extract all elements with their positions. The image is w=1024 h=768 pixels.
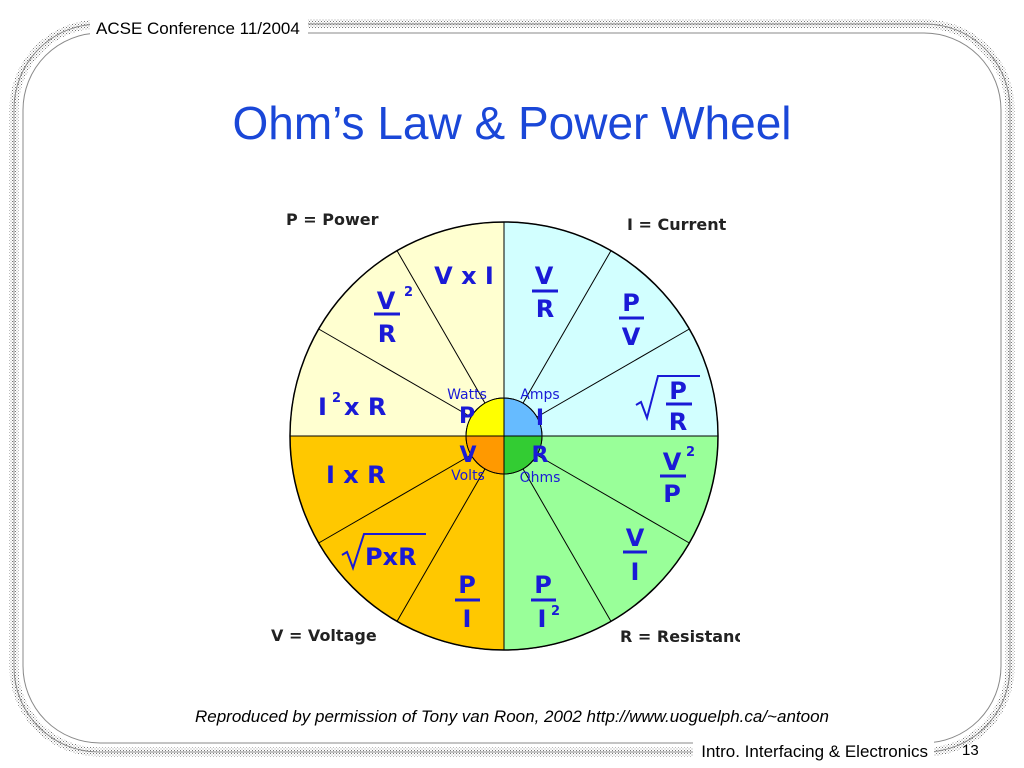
formula-p-over-i2: P I 2 [531,571,560,633]
power-label: P = Power [286,210,379,229]
current-label: I = Current [627,215,727,234]
formula-numerator: P [534,571,552,599]
formula-numerator: V [377,287,396,315]
slide-title: Ohm’s Law & Power Wheel [232,97,792,149]
formula-denominator: I [631,558,640,586]
formula-exponent: 2 [404,285,413,300]
formula-v-over-i: V I [623,524,647,586]
ohms-unit: Ohms [520,470,561,486]
wheel-outline [289,221,719,651]
sqrt-sign [635,375,700,422]
formula-v2-over-p: V 2 P [660,445,695,508]
formula-base: I [318,393,327,421]
hub-outline [465,397,543,475]
formula-sqrt-p-over-r: P R [635,375,700,436]
formula-radicand: PxR [365,543,417,571]
attribution-caption: Reproduced by permission of Tony van Roo… [195,707,829,726]
watts-symbol: P [459,404,475,429]
resistance-quadrant [503,435,719,651]
wheel-spoke [396,468,486,622]
ohms-symbol: R [532,443,549,468]
header-text: ACSE Conference 11/2004 [90,17,308,41]
amps-unit: Amps [520,387,559,403]
wheel-spoke [536,454,690,544]
formula-exponent: 2 [686,445,695,460]
ohms-law-wheel: Watts P Amps I V Volts R Ohms P = Power … [271,210,740,651]
sqrt-sign [341,533,426,572]
footer-text: Intro. Interfacing & Electronics [693,740,934,764]
formula-denominator: R [669,408,687,436]
formula-denominator: I [463,605,472,633]
formula-numerator: V [626,524,645,552]
wheel-spokes [290,222,718,650]
wheel-spoke [318,328,472,418]
voltage-label: V = Voltage [271,626,377,645]
formula-denominator: I [538,605,547,633]
volts-unit: Volts [451,468,485,484]
volts-symbol: V [459,443,476,468]
formula-numerator: V [663,448,682,476]
formula-exponent: 2 [551,604,560,619]
wheel-spoke [522,250,612,404]
amps-symbol: I [536,406,544,431]
formula-p-over-v: P V [619,289,644,351]
formula-denominator: V [622,323,641,351]
formula-numerator: V [535,262,554,290]
resistance-label: R = Resistance [620,627,740,646]
formula-v-times-i: V x I [434,262,494,290]
formula-p-over-i: P I [455,571,480,633]
wheel-spoke [522,468,612,622]
formula-sqrt-pxr: PxR [341,533,426,572]
wheel-spoke [396,250,486,404]
formula-i2-times-r: I 2 x R [318,391,386,421]
formula-rest: x R [344,393,386,421]
formula-v2-over-r: V 2 R [374,285,413,348]
page-number: 13 [962,742,979,759]
watts-unit: Watts [447,387,487,403]
formula-numerator: P [458,571,476,599]
wheel-spoke [536,328,690,418]
wheel-spoke [318,454,472,544]
formula-numerator: P [669,377,687,405]
formula-denominator: R [536,295,554,323]
formula-denominator: R [378,320,396,348]
formula-numerator: P [622,289,640,317]
formula-i-times-r: I x R [326,461,386,489]
formula-exponent: 2 [332,391,341,406]
formula-denominator: P [663,480,681,508]
formula-v-over-r: V R [532,262,558,323]
